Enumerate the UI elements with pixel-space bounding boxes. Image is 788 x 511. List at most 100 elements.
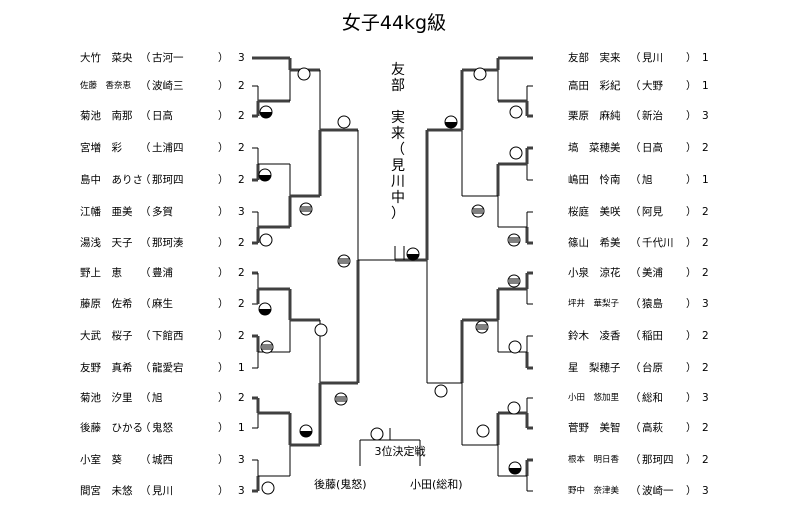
paren: ） [686, 362, 697, 374]
hantei-mark-icon [475, 320, 489, 334]
score: 1 [702, 52, 709, 64]
ippon-mark-icon [509, 105, 523, 119]
player-name: 藤原 佐希 [80, 298, 133, 310]
ippon-mark-icon [476, 424, 490, 438]
school-name: 那珂四 [152, 174, 184, 186]
ippon-mark-icon [370, 427, 384, 441]
score: 1 [702, 80, 709, 92]
player-name: 小泉 涼花 [568, 267, 621, 279]
paren: （ [140, 330, 151, 342]
score: 2 [238, 267, 245, 279]
school-name: 猿島 [642, 298, 663, 310]
school-name: 稲田 [642, 330, 663, 342]
player-name: 高田 彩紀 [568, 80, 621, 92]
school-name: 麻生 [152, 298, 173, 310]
paren: （ [630, 110, 641, 122]
player-name: 塙 菜穂美 [568, 142, 621, 154]
school-name: 高萩 [642, 422, 663, 434]
player-name: 星 梨穂子 [568, 362, 621, 374]
score: 2 [238, 237, 245, 249]
score: 2 [238, 392, 245, 404]
paren: （ [630, 392, 641, 404]
player-name: 嶋田 怜南 [568, 174, 621, 186]
player-name: 篠山 希美 [568, 237, 621, 249]
score: 1 [238, 422, 245, 434]
paren: （ [630, 206, 641, 218]
school-name: 土浦四 [152, 142, 184, 154]
player-name: 桜庭 美咲 [568, 206, 621, 218]
yusei-mark-icon [259, 105, 273, 119]
score: 3 [238, 454, 245, 466]
paren: ） [218, 454, 229, 466]
paren: （ [140, 237, 151, 249]
score: 1 [702, 174, 709, 186]
paren: （ [140, 454, 151, 466]
paren: （ [140, 110, 151, 122]
paren: ） [218, 52, 229, 64]
paren: ） [686, 110, 697, 122]
paren: ） [686, 330, 697, 342]
champion-char: 川 [391, 174, 405, 190]
score: 2 [238, 330, 245, 342]
player-name: 後藤 ひかる [80, 422, 143, 434]
page-title: 女子44kg級 [341, 12, 447, 34]
ippon-mark-icon [473, 67, 487, 81]
paren: ） [218, 267, 229, 279]
school-name: 見川 [642, 52, 663, 64]
paren: （ [140, 174, 151, 186]
paren: ） [686, 454, 697, 466]
school-name: 台原 [642, 362, 663, 374]
paren: ） [218, 142, 229, 154]
school-name: 那珂四 [642, 454, 674, 466]
champion-char: ） [391, 206, 405, 222]
score: 2 [702, 330, 709, 342]
score: 2 [238, 142, 245, 154]
paren: ） [218, 330, 229, 342]
score: 2 [702, 142, 709, 154]
school-name: 阿見 [642, 206, 663, 218]
player-name: 坪井 華梨子 [568, 299, 620, 309]
paren: ） [218, 362, 229, 374]
yusei-mark-icon [299, 424, 313, 438]
paren: ） [686, 267, 697, 279]
ippon-mark-icon [297, 67, 311, 81]
school-name: 千代川 [642, 237, 674, 249]
paren: （ [630, 267, 641, 279]
player-name: 湯浅 天子 [80, 237, 133, 249]
school-name: 旭 [642, 174, 653, 186]
paren: （ [140, 142, 151, 154]
champion-char: 実 [391, 110, 405, 126]
paren: （ [630, 454, 641, 466]
player-name: 野上 恵 [80, 267, 122, 279]
third-place-right: 小田(総和) [410, 478, 463, 491]
champion-char: 来 [391, 126, 405, 142]
hantei-mark-icon [260, 340, 274, 354]
school-name: 多賀 [152, 206, 173, 218]
school-name: 総和 [642, 392, 663, 404]
ippon-mark-icon [507, 401, 521, 415]
hantei-mark-icon [337, 254, 351, 268]
hantei-mark-icon [507, 274, 521, 288]
paren: （ [140, 80, 151, 92]
school-name: 日高 [152, 110, 173, 122]
player-name: 鈴木 凌香 [568, 330, 621, 342]
hantei-mark-icon [334, 392, 348, 406]
player-name: 江幡 亜美 [80, 206, 133, 218]
player-name: 小室 葵 [80, 454, 122, 466]
school-name: 那珂湊 [152, 237, 184, 249]
yusei-mark-icon [508, 461, 522, 475]
ippon-mark-icon [434, 384, 448, 398]
ippon-mark-icon [314, 323, 328, 337]
paren: （ [140, 362, 151, 374]
champion-char: 友 [391, 62, 405, 78]
third-place-label: 3位決定戦 [374, 445, 426, 458]
champion-char: 部 [391, 78, 405, 94]
yusei-mark-icon [258, 302, 272, 316]
hantei-mark-icon [471, 204, 485, 218]
hantei-mark-icon [299, 202, 313, 216]
paren: ） [218, 80, 229, 92]
school-name: 龍愛宕 [152, 362, 184, 374]
score: 2 [238, 174, 245, 186]
score: 3 [238, 206, 245, 218]
hantei-mark-icon [507, 233, 521, 247]
